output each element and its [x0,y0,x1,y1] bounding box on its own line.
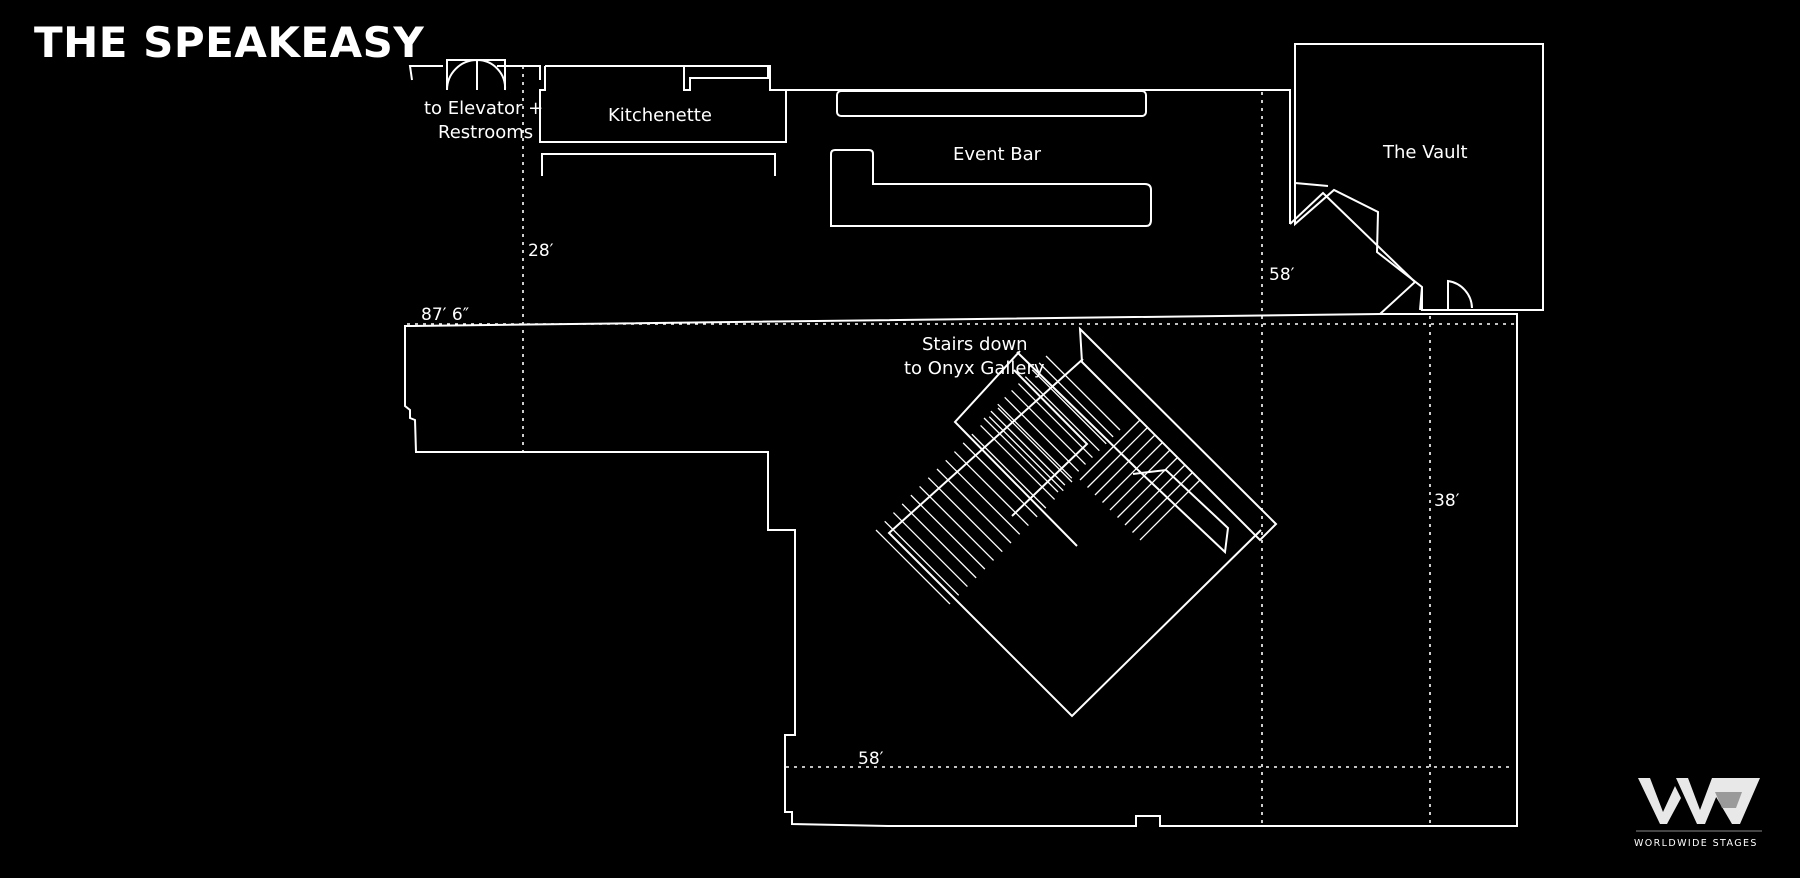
dim-28: 28′ [528,241,554,261]
back-bar [836,90,1147,117]
stair-tread [1004,396,1080,472]
stair-tread [953,451,1029,527]
stair-tread [1094,434,1156,496]
stair-tread [1102,442,1163,503]
stair-tread [1079,419,1141,481]
stair-tread [1087,427,1148,488]
kitchenette-bench [541,153,776,176]
main-wall-outline [404,65,1518,827]
stair-tread [983,417,1059,493]
stair-tread [1132,472,1193,533]
stair-treads [875,355,1201,605]
kitchenette-label: Kitchenette [608,105,712,126]
event-bar-counter [830,149,1152,227]
stair-tread [971,433,1047,509]
stair-tread [980,424,1056,500]
vault-partition [1419,286,1423,311]
stair-tread [1024,376,1100,452]
stair-tread [901,503,977,579]
stair-tread [936,468,1012,544]
stair-tread [1109,449,1171,511]
stair-tread [990,410,1066,486]
ww-logo-icon [1638,778,1760,824]
stair-tread [884,520,960,596]
stair-tread [1038,362,1114,438]
event-bar-label: Event Bar [953,144,1042,165]
stair-tread [927,477,1003,553]
dim-58-top: 58′ [1269,265,1295,285]
stair-tread [1124,464,1186,526]
stair-tread [892,512,968,588]
stair-tread [988,416,1064,492]
stair-tread [997,407,1073,483]
page-title: THE SPEAKEASY [34,18,425,67]
stair-tread [1011,389,1087,465]
worldwide-stages-logo: WORLDWIDE STAGES [1634,778,1762,849]
restrooms-label: Restrooms [438,122,533,143]
stair-tread [1139,479,1201,541]
vault-label: The Vault [1382,142,1468,163]
stair-tread [997,403,1073,479]
elevator-label: to Elevator + [424,98,543,119]
entry-door-icon [446,58,507,91]
stair-tread [1031,369,1107,445]
stair-tread [875,529,951,605]
vault-walls [1294,43,1544,311]
stairs-label-2: to Onyx Gallery [904,358,1045,379]
stair-tread [1117,457,1178,518]
dim-87-6: 87′ 6″ [421,305,469,325]
stair-tread [962,442,1038,518]
kitchenette-counter [539,66,787,143]
dim-38: 38′ [1434,491,1460,511]
stairs-label: Stairs down [922,334,1028,355]
stair-tread [910,494,986,570]
vault-corridor [1289,191,1417,315]
staircase [887,326,1278,718]
dim-58-bottom: 58′ [858,749,884,769]
stair-tread [945,459,1021,535]
stair-tread [1045,355,1121,431]
stair-tread [1017,383,1093,459]
stair-tread [919,485,995,561]
vault-door-icon [1447,279,1473,310]
ww-logo-shine [1715,792,1742,808]
logo-text: WORLDWIDE STAGES [1634,838,1758,849]
